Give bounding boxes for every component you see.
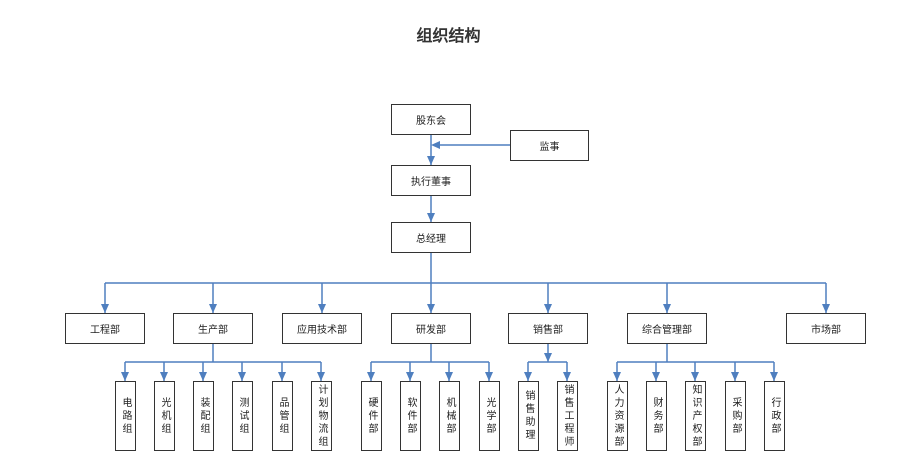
node-general-manager: 总经理 — [391, 222, 471, 253]
arrow-down-icon — [731, 372, 739, 381]
node-sub-unit: 测试组 — [232, 381, 253, 451]
arrow-down-icon — [101, 304, 109, 313]
arrow-down-icon — [822, 304, 830, 313]
arrow-down-icon — [199, 372, 207, 381]
node-sub-unit: 财务部 — [646, 381, 667, 451]
arrow-down-icon — [317, 372, 325, 381]
node-sub-unit: 光学部 — [479, 381, 500, 451]
node-department: 工程部 — [65, 313, 145, 344]
arrow-down-icon — [663, 304, 671, 313]
node-sub-unit: 品管组 — [272, 381, 293, 451]
node-sub-unit: 采购部 — [725, 381, 746, 451]
arrow-down-icon — [563, 372, 571, 381]
arrow-down-icon — [544, 304, 552, 313]
arrow-down-icon — [544, 353, 552, 362]
node-department: 销售部 — [508, 313, 588, 344]
node-shareholders: 股东会 — [391, 104, 471, 135]
node-sub-unit: 机械部 — [439, 381, 460, 451]
node-sub-unit: 行政部 — [764, 381, 785, 451]
node-executive-director: 执行董事 — [391, 165, 471, 196]
arrow-down-icon — [427, 213, 435, 222]
node-department: 市场部 — [786, 313, 866, 344]
arrow-down-icon — [770, 372, 778, 381]
arrow-down-icon — [406, 372, 414, 381]
node-sub-unit: 电路组 — [115, 381, 136, 451]
arrow-down-icon — [613, 372, 621, 381]
arrow-down-icon — [691, 372, 699, 381]
node-sub-unit: 人力资源部 — [607, 381, 628, 451]
node-department: 生产部 — [173, 313, 253, 344]
arrow-down-icon — [524, 372, 532, 381]
node-sub-unit: 销售助理 — [518, 381, 539, 451]
arrow-down-icon — [318, 304, 326, 313]
arrow-down-icon — [121, 372, 129, 381]
node-sub-unit: 软件部 — [400, 381, 421, 451]
arrow-down-icon — [485, 372, 493, 381]
arrow-down-icon — [652, 372, 660, 381]
node-department: 研发部 — [391, 313, 471, 344]
arrow-down-icon — [160, 372, 168, 381]
arrow-down-icon — [427, 304, 435, 313]
node-sub-unit: 光机组 — [154, 381, 175, 451]
arrow-left-icon — [431, 141, 440, 149]
arrow-down-icon — [278, 372, 286, 381]
arrow-down-icon — [367, 372, 375, 381]
node-sub-unit: 硬件部 — [361, 381, 382, 451]
node-sub-unit: 销售工程师 — [557, 381, 578, 451]
node-supervisor: 监事 — [510, 130, 589, 161]
arrow-down-icon — [209, 304, 217, 313]
node-sub-unit: 计划物流组 — [311, 381, 332, 451]
node-department: 综合管理部 — [627, 313, 707, 344]
node-department: 应用技术部 — [282, 313, 362, 344]
arrow-down-icon — [238, 372, 246, 381]
node-sub-unit: 知识产权部 — [685, 381, 706, 451]
node-sub-unit: 装配组 — [193, 381, 214, 451]
arrow-down-icon — [427, 156, 435, 165]
chart-title: 组织结构 — [416, 26, 481, 45]
arrow-down-icon — [445, 372, 453, 381]
